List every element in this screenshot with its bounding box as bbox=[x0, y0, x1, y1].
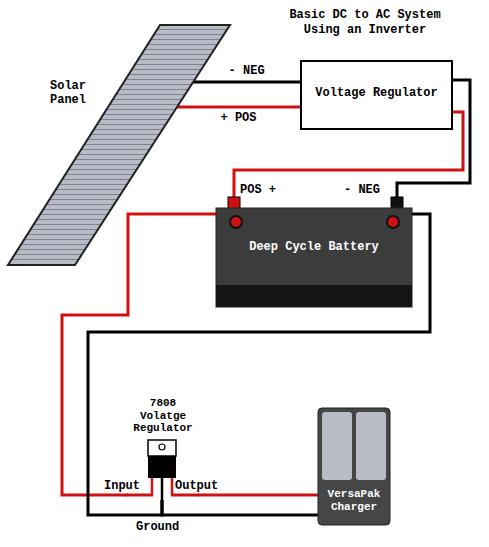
versapak-charger: VersaPak Charger bbox=[318, 408, 390, 525]
battery-dot bbox=[387, 216, 399, 228]
regulator-tab bbox=[148, 440, 176, 456]
solar-panel: Solar Panel bbox=[8, 25, 230, 265]
deep-cycle-battery: Deep Cycle Battery bbox=[216, 208, 412, 307]
wire-label: + POS bbox=[221, 112, 257, 125]
node-label: Deep Cycle Battery bbox=[216, 241, 412, 255]
charger-case bbox=[318, 408, 390, 525]
node-shape bbox=[8, 25, 230, 265]
regulator-pins bbox=[152, 478, 172, 500]
terminal-label: Ground bbox=[136, 521, 179, 534]
node-label: Voltage Regulator bbox=[300, 87, 453, 101]
wire bbox=[198, 494, 318, 497]
wire-label: - NEG bbox=[229, 65, 265, 78]
tab-hole bbox=[159, 444, 165, 450]
regulator-body bbox=[148, 456, 176, 478]
terminal-label: Output bbox=[175, 480, 218, 493]
box-outline bbox=[301, 61, 452, 129]
terminal-label: - NEG bbox=[344, 184, 380, 197]
wire bbox=[162, 500, 318, 515]
wire bbox=[62, 214, 216, 495]
positive-terminal bbox=[228, 197, 240, 209]
terminal-label: POS + bbox=[240, 184, 276, 197]
negative-terminal bbox=[391, 197, 403, 209]
wire bbox=[193, 81, 300, 84]
battery-dot bbox=[230, 216, 242, 228]
diagram-title: Basic DC to AC System Using an Inverter bbox=[280, 8, 450, 38]
voltage-regulator-box: Voltage Regulator bbox=[300, 60, 453, 130]
node-label: VersaPak Charger bbox=[318, 488, 390, 513]
terminal-label: Input bbox=[104, 480, 140, 493]
node-label: Solar Panel bbox=[38, 80, 98, 108]
wire bbox=[177, 106, 300, 109]
battery-cell bbox=[356, 412, 386, 480]
node-label: 7808 Volatge Regulator bbox=[128, 397, 198, 435]
panel-outline bbox=[8, 25, 230, 265]
battery-cell bbox=[322, 412, 352, 480]
battery-case bbox=[216, 208, 412, 307]
battery-base bbox=[216, 285, 412, 307]
pin-stubs bbox=[127, 494, 199, 497]
node-shape bbox=[216, 208, 412, 307]
